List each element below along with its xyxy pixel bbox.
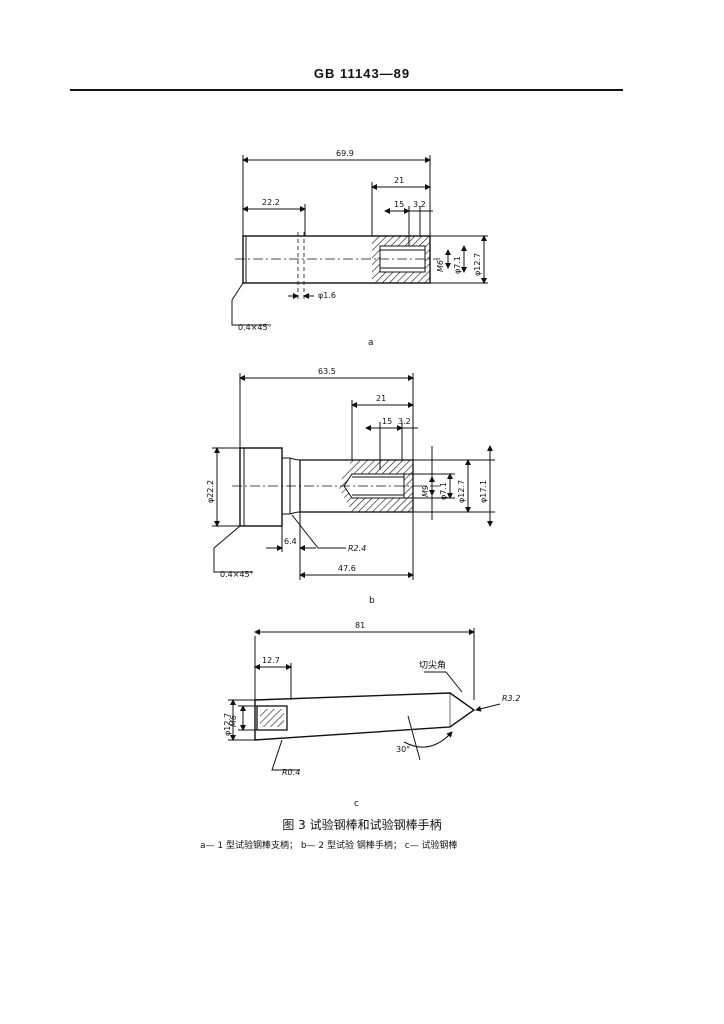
dim-b-thread: M9 bbox=[421, 485, 430, 497]
dim-b-overall: 63.5 bbox=[318, 367, 336, 376]
dim-b-shank: 47.6 bbox=[338, 564, 356, 573]
dim-c-outer: φ12.7 bbox=[223, 713, 232, 736]
dim-c-overall: 81 bbox=[355, 621, 365, 630]
header-rule bbox=[70, 89, 623, 91]
dim-a-bore: φ7.1 bbox=[453, 256, 462, 274]
dim-c-thread-len: 12.7 bbox=[262, 656, 280, 665]
dim-a-thread-depth: 21 bbox=[394, 176, 404, 185]
figure-a bbox=[231, 155, 488, 326]
figure-b-label: b bbox=[369, 596, 375, 606]
dim-b-outer: φ17.1 bbox=[479, 480, 488, 503]
dim-b-drill: 15 bbox=[382, 417, 392, 426]
dim-b-thread-depth: 21 bbox=[376, 394, 386, 403]
dim-a-overall: 69.9 bbox=[336, 149, 354, 158]
dim-b-bore: φ7.1 bbox=[439, 482, 448, 500]
dim-c-edge-radius: R0.4 bbox=[282, 768, 300, 777]
dim-c-tip-radius: R3.2 bbox=[502, 694, 520, 703]
figure-a-label: a bbox=[368, 338, 374, 348]
standard-number: GB 11143—89 bbox=[313, 66, 411, 81]
figure-c bbox=[228, 628, 501, 771]
figure-a-labels: 69.9 21 22.2 15 3.2 φ1.6 0.4×45° M6 φ7.1… bbox=[238, 149, 482, 348]
figure-legend: a— 1 型试验钢棒支柄； b— 2 型试验 钢棒手柄； c— 试验钢棒 bbox=[200, 841, 458, 851]
figure-c-labels: 81 12.7 φ12.7 M6 切尖角 R3.2 30° R0.4 c bbox=[223, 621, 520, 809]
dim-b-counterbore: 3.2 bbox=[398, 417, 411, 426]
dim-a-outer: φ12.7 bbox=[473, 253, 482, 276]
dim-b-mid: φ12.7 bbox=[457, 480, 466, 503]
dim-b-radius: R2.4 bbox=[348, 544, 366, 553]
dim-c-thread: M6 bbox=[229, 715, 238, 727]
figure-title: 图 3 试验钢棒和试验钢棒手柄 bbox=[282, 818, 442, 832]
dim-a-hole: φ1.6 bbox=[318, 291, 336, 300]
dim-b-chamfer: 0.4×45° bbox=[220, 570, 254, 579]
dim-a-counterbore: 3.2 bbox=[413, 200, 426, 209]
dim-b-neck: 6.4 bbox=[284, 537, 297, 546]
dim-a-thread: M6 bbox=[436, 260, 445, 272]
dim-a-drill: 15 bbox=[394, 200, 404, 209]
dim-a-left: 22.2 bbox=[262, 198, 280, 207]
dim-a-chamfer: 0.4×45° bbox=[238, 323, 272, 332]
figure-c-label: c bbox=[354, 799, 359, 809]
dim-c-angle: 30° bbox=[396, 745, 410, 754]
figure-b-labels: 63.5 21 15 3.2 φ22.2 M9 φ7.1 φ12.7 φ17.1… bbox=[206, 367, 488, 606]
dim-b-head: φ22.2 bbox=[206, 480, 215, 503]
note-cut-tip: 切尖角 bbox=[419, 659, 446, 671]
figure-b bbox=[212, 373, 495, 580]
